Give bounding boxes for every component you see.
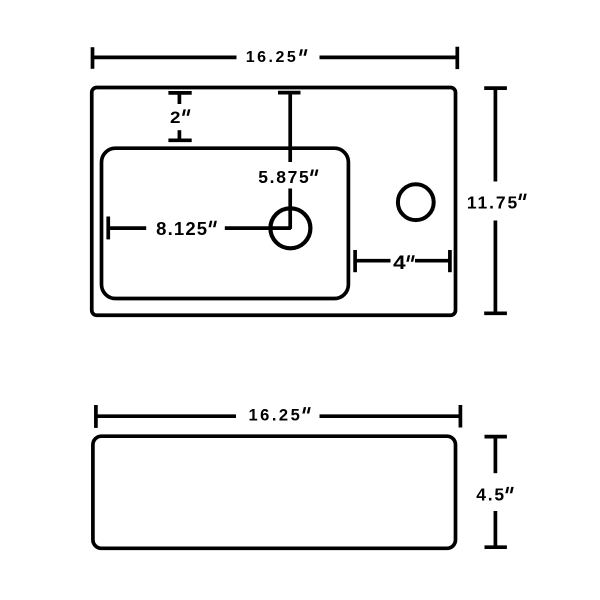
svg-text:4.5: 4.5 — [476, 484, 504, 504]
svg-text:5.875: 5.875 — [258, 167, 309, 187]
svg-text:8.125: 8.125 — [156, 218, 207, 239]
svg-text:11.75: 11.75 — [467, 192, 518, 212]
svg-text:4: 4 — [393, 253, 406, 274]
svg-text:2: 2 — [170, 108, 181, 127]
svg-text:16.25: 16.25 — [249, 406, 300, 424]
svg-text:16.25: 16.25 — [246, 49, 296, 66]
